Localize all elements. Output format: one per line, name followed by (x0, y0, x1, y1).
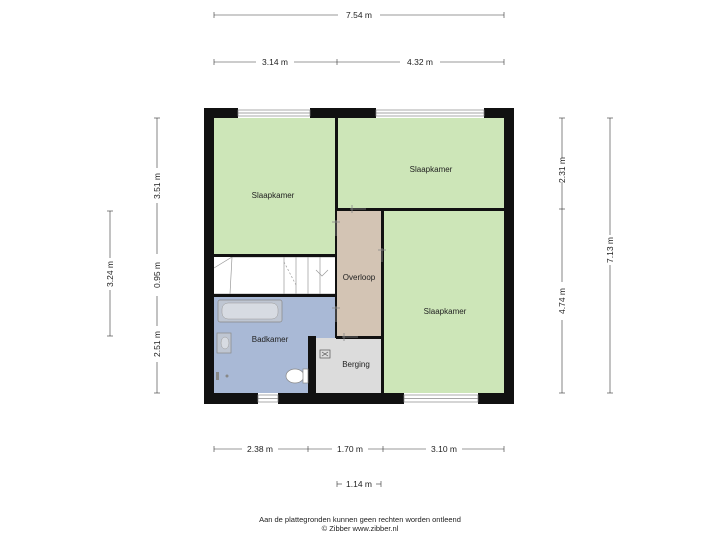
room-label-bedroom-3: Slaapkamer (424, 307, 467, 316)
bathtub-icon (217, 299, 283, 323)
dim-left-lower: 2.51 m (152, 331, 162, 357)
room-label-storage: Berging (342, 360, 370, 369)
interior-walls (214, 118, 505, 394)
dimension-lines (107, 12, 613, 487)
windows (237, 109, 485, 403)
footer-copyright: © Zibber www.zibber.nl (321, 524, 399, 533)
outer-walls (204, 108, 514, 404)
shower-drain-icon (216, 372, 229, 380)
dim-bottom-right: 3.10 m (431, 444, 457, 454)
dim-bottom-mid: 1.70 m (337, 444, 363, 454)
dim-left-upper: 3.51 m (152, 173, 162, 199)
room-label-bedroom-1: Slaapkamer (252, 191, 295, 200)
footer-disclaimer: Aan de plattegronden kunnen geen rechten… (259, 515, 461, 524)
stair-area (214, 256, 336, 296)
boiler-icon (319, 349, 331, 359)
sink-icon (216, 332, 232, 354)
dim-left-outer: 3.24 m (105, 261, 115, 287)
dim-bottom-left: 2.38 m (247, 444, 273, 454)
dim-right-outer: 7.13 m (605, 237, 615, 263)
room-label-bathroom: Badkamer (252, 335, 289, 344)
room-landing[interactable] (337, 210, 382, 336)
toilet-icon (285, 368, 309, 384)
room-bedroom-3[interactable] (383, 211, 504, 393)
room-storage[interactable] (316, 338, 382, 393)
room-bedroom-1[interactable] (214, 118, 335, 254)
dim-top-left: 3.14 m (262, 57, 288, 67)
room-label-bedroom-2: Slaapkamer (410, 165, 453, 174)
dim-top-right: 4.32 m (407, 57, 433, 67)
dim-bottom-small: 1.14 m (346, 479, 372, 489)
room-bedroom-2[interactable] (338, 118, 504, 208)
dim-top-total: 7.54 m (346, 10, 372, 20)
doors (332, 205, 386, 341)
dim-right-inner: 2.31 m (557, 157, 567, 183)
dim-right-lower: 4.74 m (557, 288, 567, 314)
dim-left-mid: 0.95 m (152, 262, 162, 288)
room-label-landing: Overloop (343, 273, 376, 282)
